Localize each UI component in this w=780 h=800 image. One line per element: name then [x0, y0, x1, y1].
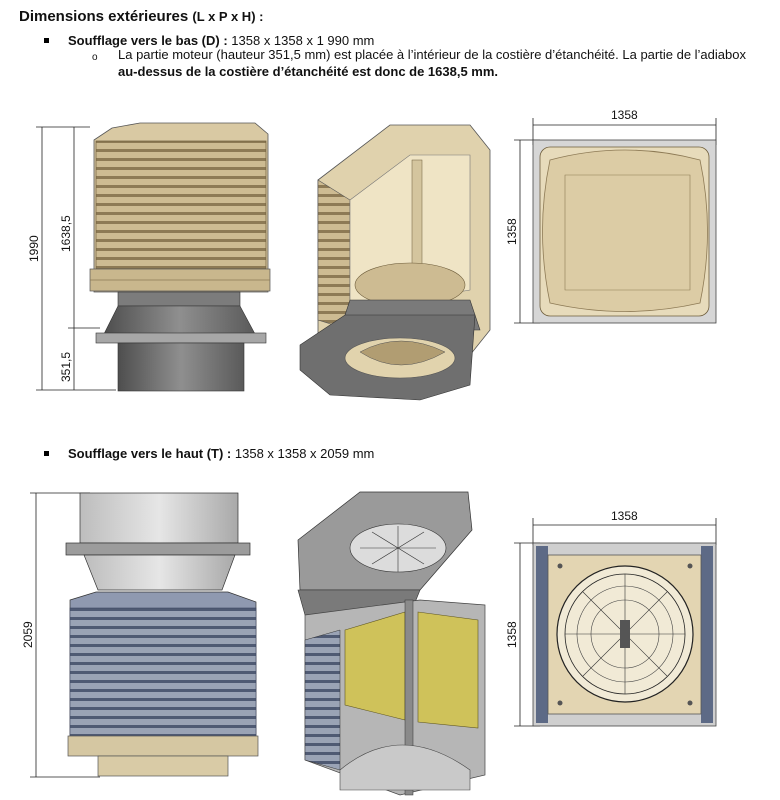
section-down-line: Soufflage vers le bas (D) : 1358 x 1358 …: [68, 33, 374, 48]
dim-up-total: 2059: [21, 621, 35, 648]
section-down-note: o La partie moteur (hauteur 351,5 mm) es…: [92, 46, 758, 80]
section-up-value: 1358 x 1358 x 2059 mm: [234, 446, 375, 461]
top-view-up: [532, 542, 717, 727]
dim-up-depth: 1358: [505, 621, 519, 648]
side-view-up: [65, 492, 259, 777]
cutaway-view-down: [299, 124, 491, 401]
dim-down-total: 1990: [27, 235, 41, 262]
page-heading: Dimensions extérieures (L x P x H) :: [19, 8, 263, 25]
section-down-label: Soufflage vers le bas (D) :: [68, 33, 228, 48]
bullet-up: [44, 451, 49, 456]
dim-up-width: 1358: [611, 509, 638, 523]
dim-down-upper: 1638,5: [59, 215, 73, 252]
note-start: La partie moteur (hauteur 351,5 mm) est …: [118, 47, 746, 62]
cutaway-view-up: [297, 491, 486, 796]
bullet-down: [44, 38, 49, 43]
heading-main: Dimensions extérieures: [19, 8, 189, 25]
dim-lines-down: [36, 126, 116, 391]
dim-down-width: 1358: [611, 108, 638, 122]
section-up-label: Soufflage vers le haut (T) :: [68, 446, 232, 461]
heading-suffix: (L x P x H) :: [192, 9, 264, 24]
section-down-value: 1358 x 1358 x 1 990 mm: [231, 33, 375, 48]
dim-down-lower: 351,5: [59, 352, 73, 382]
top-view-down: [532, 139, 717, 324]
section-up-line: Soufflage vers le haut (T) : 1358 x 1358…: [68, 446, 374, 461]
note-bold: au-dessus de la costière d’étanchéité es…: [118, 64, 499, 79]
hollow-bullet: o: [92, 52, 98, 63]
dim-down-depth: 1358: [505, 218, 519, 245]
side-view-down: [89, 122, 271, 392]
